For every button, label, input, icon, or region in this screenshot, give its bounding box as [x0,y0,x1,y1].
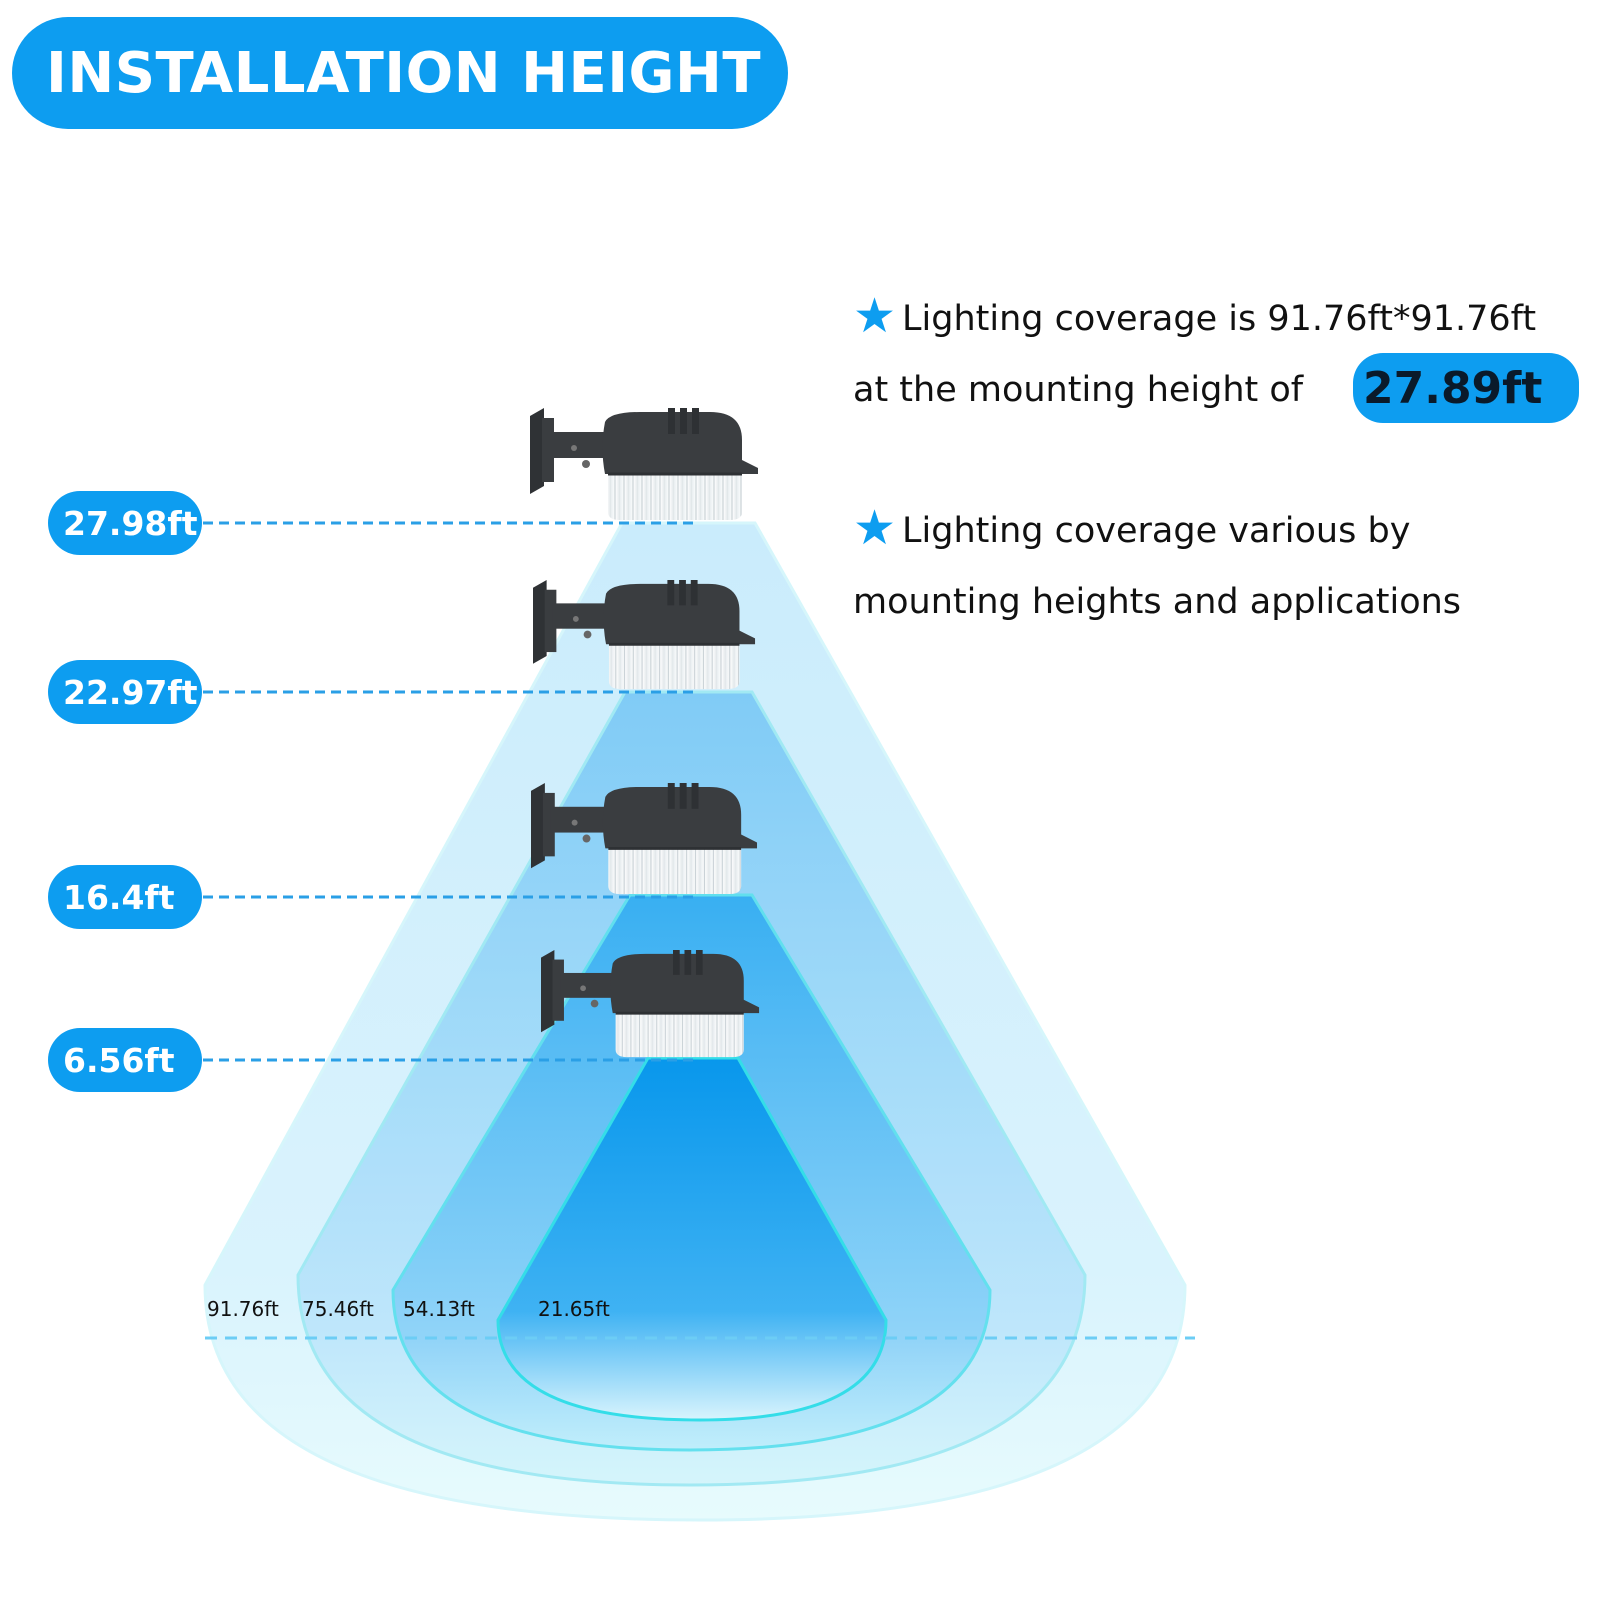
width-label-75-46ft: 75.46ft [302,1297,374,1321]
width-label-54-13ft: 54.13ft [403,1297,475,1321]
light-fixture-icon [530,408,760,522]
height-label-27-98ft: 27.98ft [48,491,202,555]
info-line-1-text: Lighting coverage is 91.76ft*91.76ft [902,299,1537,339]
info-line-4: mounting heights and applications [853,582,1462,622]
star-icon: ★ [853,500,897,556]
info-line-1: ★Lighting coverage is 91.76ft*91.76ft [853,292,1536,340]
width-label-91-76ft: 91.76ft [207,1297,279,1321]
page-title: INSTALLATION HEIGHT [46,40,762,106]
title-banner: INSTALLATION HEIGHT [12,17,788,129]
star-icon: ★ [853,288,897,344]
beam-cone-6-56ft [496,1056,888,1422]
height-label-22-97ft: 22.97ft [48,660,202,724]
height-label-16-4ft: 16.4ft [48,865,202,929]
info-line-3-text: Lighting coverage various by [902,511,1411,551]
info-line-2: at the mounting height of [853,370,1304,410]
width-label-21-65ft: 21.65ft [538,1297,610,1321]
info-line-3: ★Lighting coverage various by [853,504,1410,552]
highlight-height-badge: 27.89ft [1353,353,1579,423]
height-label-6-56ft: 6.56ft [48,1028,202,1092]
